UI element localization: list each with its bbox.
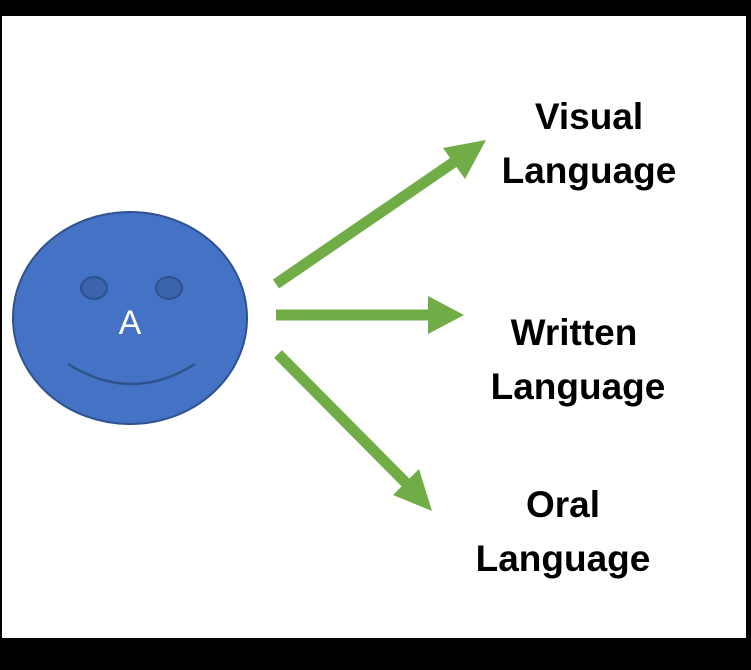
person-face: A — [12, 211, 248, 425]
label-oral-line2: Language — [476, 538, 651, 579]
arrow-to-written — [276, 296, 464, 334]
arrow-to-visual — [272, 140, 486, 289]
face-circle — [12, 211, 248, 425]
label-written-language: Written Language — [491, 312, 666, 407]
label-visual-line2: Language — [502, 150, 677, 191]
label-visual-language: Visual Language — [502, 96, 677, 191]
label-oral-language: Oral Language — [476, 484, 651, 579]
arrow-to-oral — [274, 350, 432, 511]
label-written-line1: Written — [511, 312, 638, 353]
label-oral-line1: Oral — [526, 484, 600, 525]
left-eye — [80, 276, 108, 300]
label-written-line2: Language — [491, 366, 666, 407]
diagram-canvas: A Visual Language Written Language Oral … — [12, 96, 677, 579]
label-visual-line1: Visual — [535, 96, 643, 137]
diagram-frame: A Visual Language Written Language Oral … — [0, 0, 751, 654]
face-letter: A — [119, 304, 142, 342]
right-eye — [155, 276, 183, 300]
smile-mouth — [67, 362, 196, 386]
